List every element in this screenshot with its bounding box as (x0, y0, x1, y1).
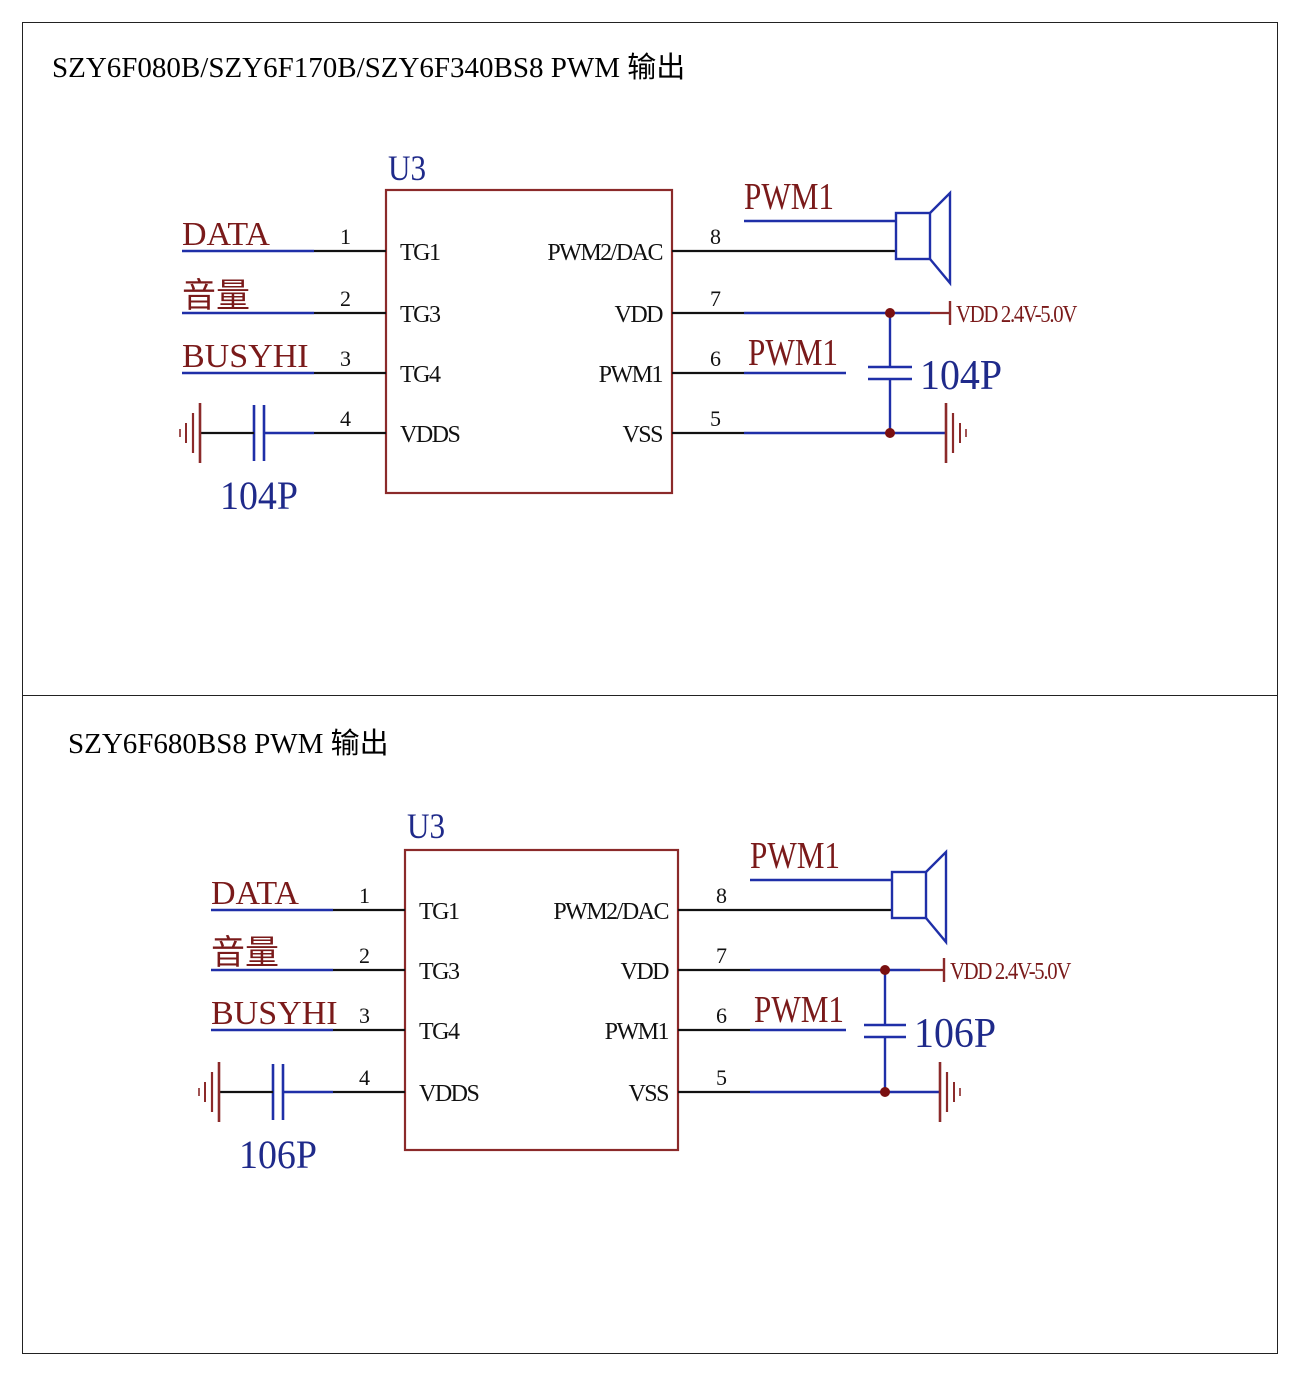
panel-2-left-pin-name-2: TG3 (419, 959, 460, 985)
panel-2-right-pin-num-7: 7 (716, 943, 727, 968)
panel-1-supply-label: VDD 2.4V-5.0V (956, 302, 1078, 328)
panel-2-left-pin-name-1: TG1 (419, 899, 459, 925)
panel-2-right-pin-num-6: 6 (716, 1003, 727, 1028)
panel-1-speaker-cone-icon (929, 190, 952, 287)
panel-2-right-pin-num-8: 8 (716, 883, 727, 908)
panel-2-pwm1-net-label: PWM1 (754, 989, 844, 1031)
panel-1-right-pin-num-6: 6 (710, 346, 721, 371)
panel-2-right-pin-name-5: VSS (628, 1081, 668, 1107)
panel-1-right-pin-num-8: 8 (710, 224, 721, 249)
panel-1-pwm1-net-label: PWM1 (748, 332, 838, 374)
panel-2-left-pin-name-4: VDDS (419, 1081, 478, 1107)
panel-1-right-pin-name-8: PWM2/DAC (547, 240, 662, 266)
panel-1-left-pin-name-2: TG3 (400, 302, 441, 328)
panel-1-left-pin-name-4: VDDS (400, 422, 459, 448)
table-frame (22, 22, 1278, 1354)
panel-2-supply-label: VDD 2.4V-5.0V (950, 959, 1072, 985)
panel-2-right-pin-name-8: PWM2/DAC (553, 899, 668, 925)
panel-2-left-pin-num-2: 2 (359, 943, 370, 968)
panel-1-net-label-3: BUSYHI (182, 338, 309, 375)
table-divider (22, 695, 1278, 696)
panel-2-right-pin-name-7: VDD (621, 959, 670, 985)
panel-1-chip-label: U3 (388, 148, 426, 188)
panel-2-left-pin-name-3: TG4 (419, 1019, 460, 1045)
panel-2-junction-vss (880, 1087, 890, 1097)
panel-2-chip-body (403, 848, 680, 1152)
panel-2-spk-net-label: PWM1 (750, 835, 840, 877)
panel-2-left-cap-label: 106P (239, 1132, 317, 1177)
panel-1-left-pin-num-2: 2 (340, 286, 351, 311)
panel-1-left-pin-num-4: 4 (340, 406, 351, 431)
panel-1-left-pin-name-1: TG1 (400, 240, 440, 266)
panel-1-junction-vdd (885, 308, 895, 318)
panel-2-right-pin-num-5: 5 (716, 1065, 727, 1090)
panel-1-net-label-1: DATA (182, 216, 270, 253)
panel-2-junction-vdd (880, 965, 890, 975)
panel-2-right-pin-name-6: PWM1 (605, 1019, 669, 1045)
panel-1-right-pin-num-7: 7 (710, 286, 721, 311)
panel-1-right-pin-name-5: VSS (622, 422, 662, 448)
panel-2-speaker-cone-icon (925, 849, 948, 946)
panel-1-speaker-icon (894, 211, 932, 261)
panel-1-right-pin-num-5: 5 (710, 406, 721, 431)
panel-1-left-pin-name-3: TG4 (400, 362, 441, 388)
panel-2-left-pin-num-4: 4 (359, 1065, 370, 1090)
panel-2-chip-label: U3 (407, 806, 445, 846)
panel-2-right-cap-label: 106P (914, 1011, 996, 1057)
panel-1-junction-vss (885, 428, 895, 438)
panel-1-left-pin-num-3: 3 (340, 346, 351, 371)
panel-1-left-pin-num-1: 1 (340, 224, 351, 249)
panel-2-left-pin-num-1: 1 (359, 883, 370, 908)
panel-1-right-pin-name-7: VDD (615, 302, 664, 328)
panel-2-speaker-icon (890, 870, 928, 920)
panel-1-spk-net-label: PWM1 (744, 176, 834, 218)
panel-2-title: SZY6F680BS8 PWM 输出 (68, 728, 389, 760)
panel-1-title: SZY6F080B/SZY6F170B/SZY6F340BS8 PWM 输出 (52, 52, 686, 84)
panel-2-net-label-3: BUSYHI (211, 995, 338, 1032)
panel-2-left-pin-num-3: 3 (359, 1003, 370, 1028)
panel-1-right-cap-label: 104P (920, 353, 1002, 399)
panel-1-left-cap-label: 104P (220, 473, 298, 518)
panel-2-net-label-1: DATA (211, 875, 299, 912)
panel-1-net-label-2: 音量 (182, 277, 250, 315)
panel-2-net-label-2: 音量 (211, 934, 279, 972)
panel-1-right-pin-name-6: PWM1 (599, 362, 663, 388)
panel-1-chip-body (384, 188, 674, 495)
